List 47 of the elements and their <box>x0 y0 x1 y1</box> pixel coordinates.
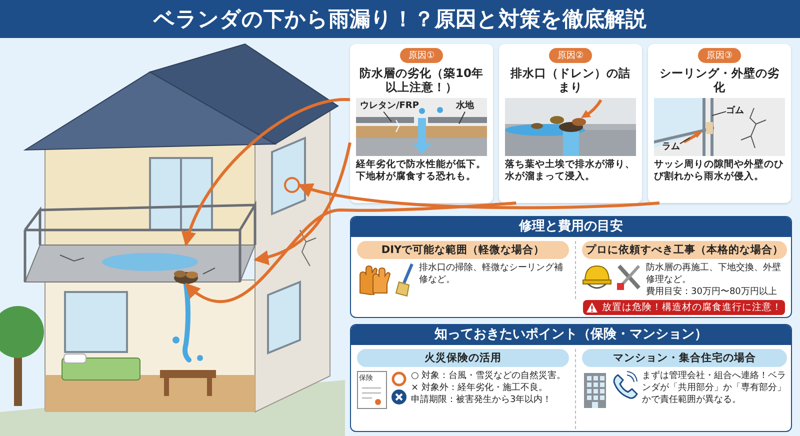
body-text: 排水口の掃除、軽微なシーリング補修など。 <box>419 263 564 287</box>
body-text: ○ 対象：台風・雪災などの自然災害。 <box>411 371 567 382</box>
leader-line <box>383 111 392 122</box>
cause-badge: 原因① <box>400 48 443 63</box>
cause-description: 落ち葉や土埃で排水が滞り、水が溜まって浸入。 <box>505 158 636 184</box>
info-panel <box>350 216 792 318</box>
cause-description: サッシ周りの隙間や外壁のひび割れから雨水が侵入。 <box>654 158 785 184</box>
leader-line <box>458 111 466 124</box>
part-label: ラム <box>662 140 680 153</box>
highlight-circle <box>284 177 300 193</box>
warning-text: 放置は危険！構造材の腐食進行に注意！ <box>602 301 782 314</box>
body-text: 防水層の再施工、下地交換、外壁修理など。 <box>646 263 782 286</box>
body-text: 費用目安：30万円〜80万円以上 <box>646 286 778 299</box>
info-column <box>575 241 787 299</box>
panel-header: 修理と費用の目安 <box>351 217 791 237</box>
page-title: ベランダの下から雨漏り！？原因と対策を徹底解説 <box>0 0 800 38</box>
part-label: ゴム <box>726 104 744 117</box>
leader-line <box>712 111 726 116</box>
arrow <box>184 202 516 303</box>
cause-heading: シーリング・外壁の劣化 <box>658 66 780 95</box>
arrow <box>298 182 660 210</box>
info-column <box>575 349 787 429</box>
section-heading: DIYで可能な範囲（軽微な場合） <box>357 241 569 259</box>
cause-description: 経年劣化で防水性能が低下。下地材が腐食する恐れも。 <box>356 158 487 184</box>
cause-card <box>499 44 642 203</box>
cause-card <box>648 44 791 203</box>
body-text: 申請期限：被害発生から3年以内！ <box>411 394 553 407</box>
info-panel <box>350 324 792 432</box>
section-heading: 火災保険の活用 <box>357 349 569 367</box>
body-text: × 対象外：経年劣化・施工不良。 <box>411 382 548 394</box>
cause-badge: 原因③ <box>698 48 741 63</box>
cause-badge: 原因② <box>549 48 592 63</box>
cause-card <box>350 44 493 203</box>
cause-heading: 排水口（ドレン）の詰まり <box>509 66 632 95</box>
leader-line <box>680 137 690 144</box>
arrow <box>254 142 352 265</box>
drain <box>174 270 198 284</box>
section-heading: プロに依頼すべき工事（本格的な場合） <box>582 241 787 259</box>
body-text: まずは管理会社・組合へ連絡！ベランダが「共用部分」か「専有部分」かで責任範囲が異なる。 <box>642 371 787 407</box>
panel-header: 知っておきたいポイント（保険・マンション） <box>351 325 791 345</box>
cause-heading: 防水層の劣化（築10年以上注意！） <box>358 66 484 95</box>
part-label: 水地 <box>456 98 474 112</box>
balcony-floor <box>24 244 256 282</box>
arrow <box>182 98 350 246</box>
part-label: ウレタン/FRP <box>360 98 419 112</box>
section-heading: マンション・集合住宅の場合 <box>582 349 787 367</box>
warning-banner <box>583 300 785 315</box>
